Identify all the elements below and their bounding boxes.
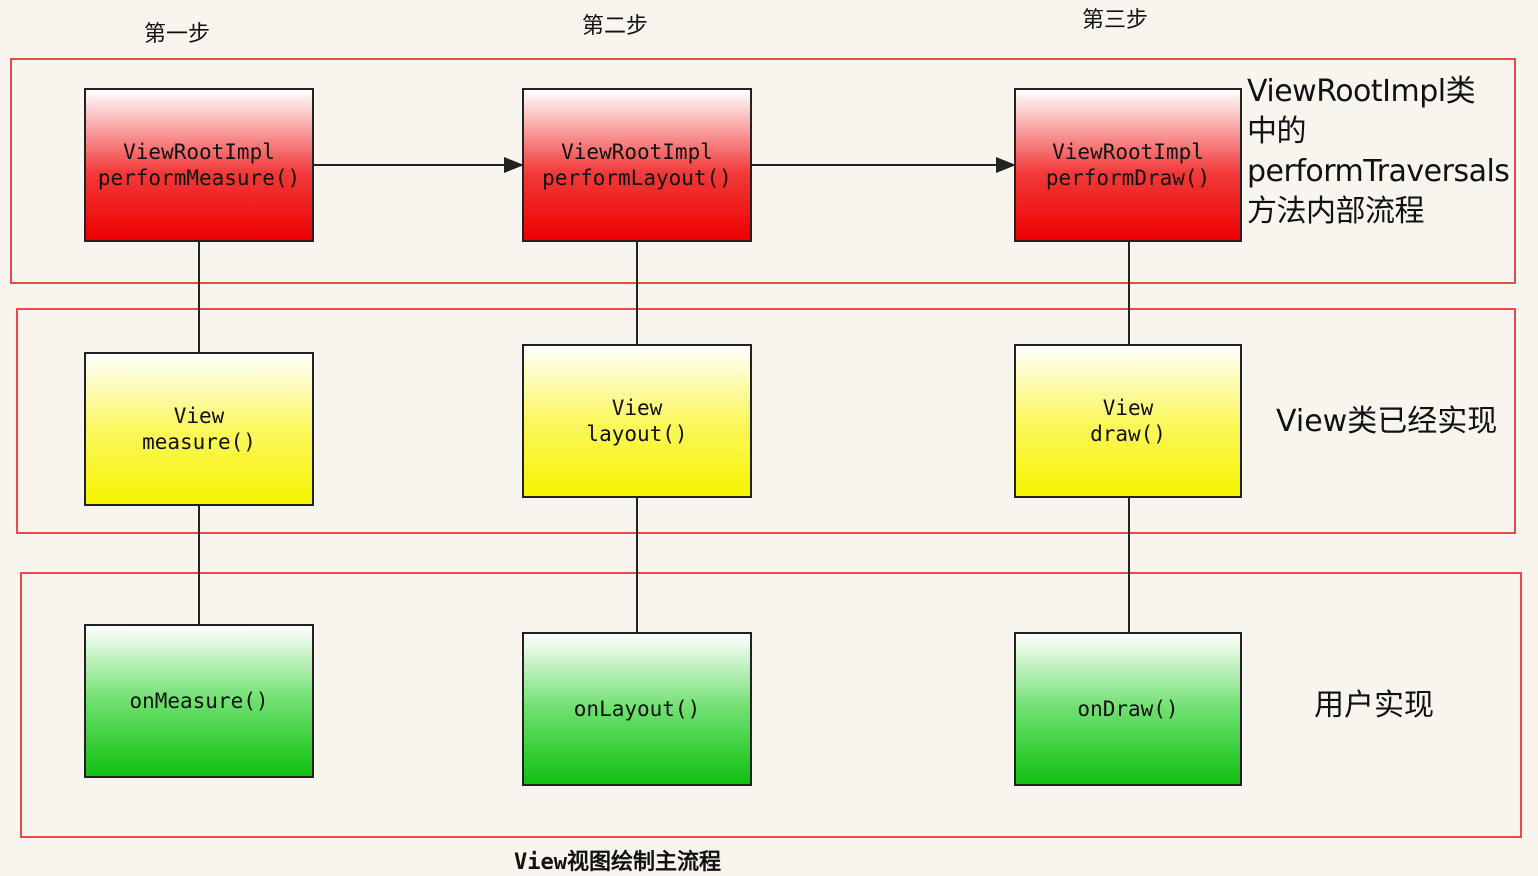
side-note-view: View类已经实现 (1276, 404, 1498, 439)
box-perform-draw-line1: ViewRootImpl (1052, 140, 1204, 164)
box-on-draw-label: onDraw() (1077, 697, 1179, 721)
box-on-layout-label: onLayout() (573, 697, 701, 721)
band-viewrootimpl (10, 58, 1516, 284)
box-view-draw: View draw() (1014, 344, 1242, 498)
side-note-user: 用户实现 (1314, 688, 1434, 723)
side-note-line-1: ViewRootImpl类 (1247, 74, 1476, 109)
box-perform-measure: ViewRootImpl performMeasure() (84, 88, 314, 242)
box-on-measure-label: onMeasure() (129, 689, 269, 713)
box-perform-layout: ViewRootImpl performLayout() (522, 88, 752, 242)
side-note-line-2: 中的 (1247, 114, 1307, 149)
connector-layout-2 (636, 496, 638, 634)
side-note-viewrootimpl: ViewRootImpl类 中的 performTraversals 方法内部流… (1247, 72, 1510, 232)
connector-measure-1 (198, 240, 200, 354)
connector-draw-1 (1128, 240, 1130, 346)
box-perform-draw-line2: performDraw() (1045, 166, 1211, 190)
band-user (20, 572, 1522, 838)
box-view-layout-line2: layout() (586, 422, 688, 446)
side-note-line-3: performTraversals (1247, 154, 1510, 189)
box-perform-draw: ViewRootImpl performDraw() (1014, 88, 1242, 242)
connector-measure-2 (198, 504, 200, 626)
side-note-line-4: 方法内部流程 (1247, 194, 1425, 229)
box-on-draw: onDraw() (1014, 632, 1242, 786)
connector-draw-2 (1128, 496, 1130, 634)
box-perform-layout-line2: performLayout() (542, 166, 732, 190)
box-perform-measure-line1: ViewRootImpl (123, 140, 275, 164)
box-on-measure: onMeasure() (84, 624, 314, 778)
box-view-draw-line1: View (1102, 396, 1154, 420)
box-view-layout-line1: View (611, 396, 663, 420)
box-perform-layout-line1: ViewRootImpl (561, 140, 713, 164)
box-view-layout: View layout() (522, 344, 752, 498)
step-3-label: 第三步 (1082, 8, 1149, 33)
step-1-label: 第一步 (144, 22, 211, 47)
box-view-measure-line2: measure() (142, 430, 256, 454)
connector-layout-1 (636, 240, 638, 346)
box-view-measure: View measure() (84, 352, 314, 506)
box-view-measure-line1: View (173, 404, 225, 428)
box-view-draw-line2: draw() (1090, 422, 1166, 446)
box-on-layout: onLayout() (522, 632, 752, 786)
diagram-caption: View视图绘制主流程 (514, 850, 721, 875)
step-2-label: 第二步 (582, 14, 649, 39)
box-perform-measure-line2: performMeasure() (97, 166, 301, 190)
band-view (16, 308, 1516, 534)
